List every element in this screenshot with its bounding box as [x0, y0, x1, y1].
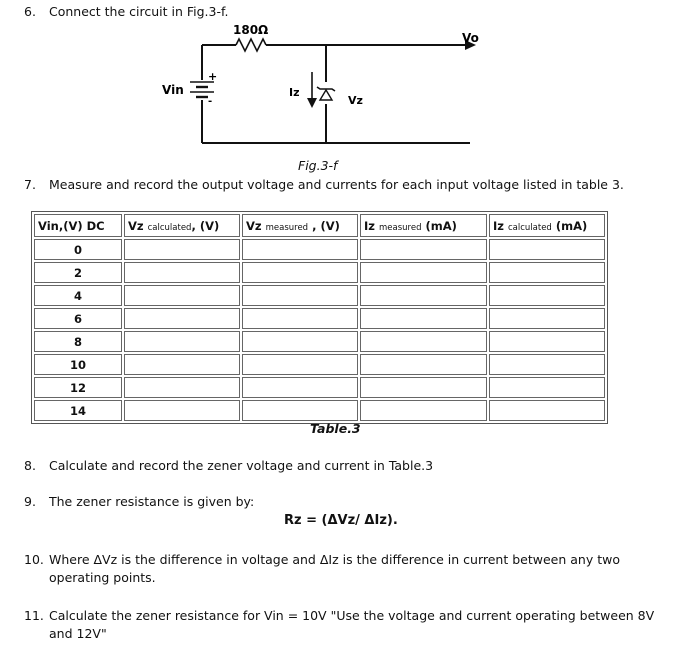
vz-calculated-cell[interactable] [124, 377, 240, 398]
vin-cell: 6 [34, 308, 122, 329]
step-9: 9. The zener resistance is given by: [24, 493, 670, 511]
resistor-label: 180Ω [233, 23, 268, 37]
iz-measured-cell[interactable] [360, 262, 487, 283]
vz-measured-cell[interactable] [242, 239, 358, 260]
step-8: 8. Calculate and record the zener voltag… [24, 457, 670, 475]
table-header-row: Vin,(V) DC Vz calculated, (V) Vz measure… [34, 214, 605, 237]
vin-cell: 8 [34, 331, 122, 352]
figure-caption: Fig.3-f [298, 158, 338, 173]
header-vin: Vin,(V) DC [34, 214, 122, 237]
table-row: 6 [34, 308, 605, 329]
resistor-symbol [235, 37, 267, 53]
vin-cell: 10 [34, 354, 122, 375]
step-number: 7. [24, 177, 36, 192]
battery-minus-label: - [208, 96, 212, 107]
results-table: Vin,(V) DC Vz calculated, (V) Vz measure… [31, 211, 608, 424]
iz-calculated-cell[interactable] [489, 354, 605, 375]
table-row: 0 [34, 239, 605, 260]
step-number: 9. [24, 494, 36, 509]
step-text: Measure and record the output voltage an… [49, 177, 624, 192]
step-6: 6. Connect the circuit in Fig.3-f. [24, 3, 670, 21]
vin-cell: 4 [34, 285, 122, 306]
vz-measured-cell[interactable] [242, 377, 358, 398]
vin-cell: 12 [34, 377, 122, 398]
step-number: 6. [24, 4, 36, 19]
vz-calculated-cell[interactable] [124, 239, 240, 260]
vz-calculated-cell[interactable] [124, 308, 240, 329]
vz-measured-cell[interactable] [242, 354, 358, 375]
vz-measured-cell[interactable] [242, 400, 358, 421]
vin-label: Vin [162, 83, 184, 97]
header-vz-measured: Vz measured , (V) [242, 214, 358, 237]
iz-measured-cell[interactable] [360, 377, 487, 398]
step-7: 7. Measure and record the output voltage… [24, 176, 670, 194]
header-vz-calculated: Vz calculated, (V) [124, 214, 240, 237]
iz-calculated-cell[interactable] [489, 308, 605, 329]
step-text: The zener resistance is given by: [49, 494, 255, 509]
step-text: Calculate the zener resistance for Vin =… [49, 608, 655, 641]
iz-label: Iz [289, 86, 300, 99]
vz-measured-cell[interactable] [242, 308, 358, 329]
vin-cell: 0 [34, 239, 122, 260]
iz-measured-cell[interactable] [360, 308, 487, 329]
iz-measured-cell[interactable] [360, 354, 487, 375]
table-row: 4 [34, 285, 605, 306]
vz-calculated-cell[interactable] [124, 262, 240, 283]
iz-measured-cell[interactable] [360, 285, 487, 306]
step-11: 11. Calculate the zener resistance for V… [24, 607, 670, 643]
iz-calculated-cell[interactable] [489, 400, 605, 421]
table-row: 12 [34, 377, 605, 398]
iz-measured-cell[interactable] [360, 400, 487, 421]
step-10: 10. Where ΔVz is the difference in volta… [24, 551, 670, 587]
header-iz-calculated: Iz calculated (mA) [489, 214, 605, 237]
step-text: Connect the circuit in Fig.3-f. [49, 4, 229, 19]
battery-plus-label: + [208, 70, 217, 83]
vz-calculated-cell[interactable] [124, 285, 240, 306]
current-arrow-icon [307, 72, 317, 108]
iz-measured-cell[interactable] [360, 331, 487, 352]
circuit-diagram: 180Ω Vin + - Vo Iz Vz [162, 23, 479, 144]
step-number: 10. [24, 552, 44, 567]
battery-symbol [190, 81, 214, 99]
step-number: 11. [24, 608, 44, 623]
vin-cell: 14 [34, 400, 122, 421]
zener-diode-symbol [316, 86, 336, 101]
iz-calculated-cell[interactable] [489, 239, 605, 260]
vz-label: Vz [348, 94, 363, 107]
step-text: Where ΔVz is the difference in voltage a… [49, 552, 620, 585]
vo-label: Vo [462, 31, 479, 45]
iz-calculated-cell[interactable] [489, 285, 605, 306]
zener-resistance-formula: Rz = (ΔVz/ ΔIz). [284, 513, 398, 528]
step-number: 8. [24, 458, 36, 473]
step-text: Calculate and record the zener voltage a… [49, 458, 434, 473]
iz-measured-cell[interactable] [360, 239, 487, 260]
table-row: 14 [34, 400, 605, 421]
vin-cell: 2 [34, 262, 122, 283]
table-row: 8 [34, 331, 605, 352]
vz-calculated-cell[interactable] [124, 331, 240, 352]
vz-measured-cell[interactable] [242, 262, 358, 283]
iz-calculated-cell[interactable] [489, 377, 605, 398]
table-row: 10 [34, 354, 605, 375]
iz-calculated-cell[interactable] [489, 262, 605, 283]
table-caption: Table.3 [310, 421, 361, 436]
table-row: 2 [34, 262, 605, 283]
header-iz-measured: Iz measured (mA) [360, 214, 487, 237]
iz-calculated-cell[interactable] [489, 331, 605, 352]
vz-measured-cell[interactable] [242, 285, 358, 306]
vz-calculated-cell[interactable] [124, 354, 240, 375]
vz-calculated-cell[interactable] [124, 400, 240, 421]
output-arrow-icon [465, 40, 476, 50]
vz-measured-cell[interactable] [242, 331, 358, 352]
